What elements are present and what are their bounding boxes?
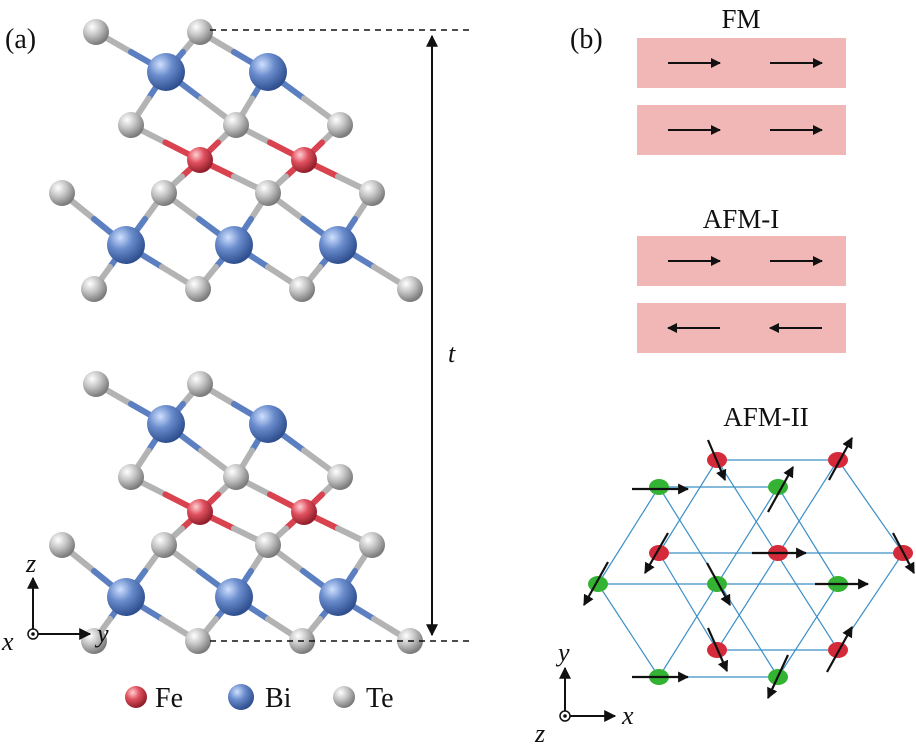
atom-te-upper — [118, 112, 144, 138]
thickness-marker: t — [210, 29, 470, 642]
afm2-spin-arrow — [828, 437, 853, 481]
atom-bi-lower — [147, 405, 185, 443]
atom-te-upper — [83, 19, 109, 45]
panel-b-label: (b) — [570, 24, 603, 55]
atom-bi-upper — [249, 53, 287, 91]
atom-te-upper — [187, 19, 213, 45]
atom-te-lower — [49, 532, 75, 558]
atom-te-lower — [327, 464, 353, 490]
legend-te-label: Te — [366, 683, 394, 714]
axes-a: z y x — [1, 549, 109, 656]
z-axis-dot — [563, 714, 567, 718]
atom-fe-lower — [291, 499, 317, 525]
afm2-site-green — [649, 479, 669, 495]
y-axis-label-b: y — [555, 638, 570, 667]
afm2-diagram: AFM-II — [583, 402, 915, 699]
atom-te-lower — [223, 464, 249, 490]
atom-fe-upper — [291, 147, 317, 173]
lattice-line — [658, 552, 718, 651]
atom-te-upper — [397, 276, 423, 302]
afm2-spin-arrow — [892, 532, 915, 574]
y-axis-label: y — [94, 619, 109, 648]
axes-b: y x z — [534, 638, 634, 748]
atom-bi-lower — [215, 578, 253, 616]
legend-te-sphere — [333, 686, 355, 708]
afm2-spin-arrow — [706, 439, 727, 482]
lattice-line — [777, 583, 839, 678]
atom-bi-upper — [319, 226, 357, 264]
x-axis-label-b: x — [621, 701, 634, 730]
atom-bi-upper — [107, 226, 145, 264]
afm2-spin-arrow — [706, 627, 729, 673]
afm2-spin-arrow — [644, 532, 669, 574]
afm2-spin-arrow — [583, 561, 609, 606]
fm-title: FM — [721, 4, 760, 34]
atom-te-upper — [81, 276, 107, 302]
afm1-diagram: AFM-I — [637, 204, 846, 353]
lattice-line — [777, 486, 839, 585]
legend-fe-sphere — [125, 686, 147, 708]
thickness-label: t — [448, 339, 456, 368]
afm2-lattice-sites — [583, 437, 915, 699]
atom-te-lower — [83, 371, 109, 397]
atom-te-upper — [255, 180, 281, 206]
atom-te-upper — [223, 112, 249, 138]
afm2-spin-arrow — [706, 562, 731, 606]
legend-bi-label: Bi — [265, 683, 292, 714]
afm2-site-green — [707, 576, 727, 592]
lattice-line — [658, 459, 718, 554]
atom-te-upper — [151, 180, 177, 206]
atom-te-upper — [49, 180, 75, 206]
atomic-structure — [49, 19, 423, 654]
lattice-line — [837, 459, 904, 554]
atom-bi-upper — [215, 226, 253, 264]
atom-bi-lower — [319, 578, 357, 616]
atom-te-lower — [118, 464, 144, 490]
lattice-line — [597, 583, 660, 678]
element-legend: Fe Bi Te — [125, 683, 394, 714]
z-axis-label-b: z — [534, 719, 545, 748]
afm2-title: AFM-II — [723, 402, 809, 432]
x-axis-dot — [31, 632, 35, 636]
atom-bi-lower — [249, 405, 287, 443]
atom-te-lower — [255, 532, 281, 558]
legend-bi-sphere — [228, 684, 254, 710]
z-axis-label: z — [25, 549, 36, 578]
atom-bi-lower — [107, 578, 145, 616]
atom-te-upper — [327, 112, 353, 138]
atom-te-lower — [151, 532, 177, 558]
atom-te-lower — [185, 628, 211, 654]
afm2-lattice-lines — [597, 459, 904, 678]
atom-te-lower — [359, 532, 385, 558]
afm2-spin-arrow — [767, 466, 794, 513]
atom-bi-upper — [147, 53, 185, 91]
panel-a: (a) t z y x Fe Bi Te — [1, 19, 470, 714]
afm2-spin-arrow — [826, 626, 853, 673]
panel-a-label: (a) — [5, 24, 36, 55]
lattice-line — [597, 486, 660, 585]
atom-te-upper — [289, 276, 315, 302]
panel-b: (b) FM AFM-I AFM-II — [534, 4, 915, 748]
atom-te-upper — [359, 180, 385, 206]
afm2-spin-arrow — [767, 654, 789, 699]
x-axis-label: x — [1, 627, 14, 656]
atom-fe-lower — [187, 499, 213, 525]
fm-diagram: FM — [637, 4, 846, 155]
atom-fe-upper — [187, 147, 213, 173]
legend-fe-label: Fe — [155, 683, 183, 714]
atom-te-upper — [185, 276, 211, 302]
atom-te-lower — [187, 371, 213, 397]
afm1-title: AFM-I — [703, 204, 780, 234]
